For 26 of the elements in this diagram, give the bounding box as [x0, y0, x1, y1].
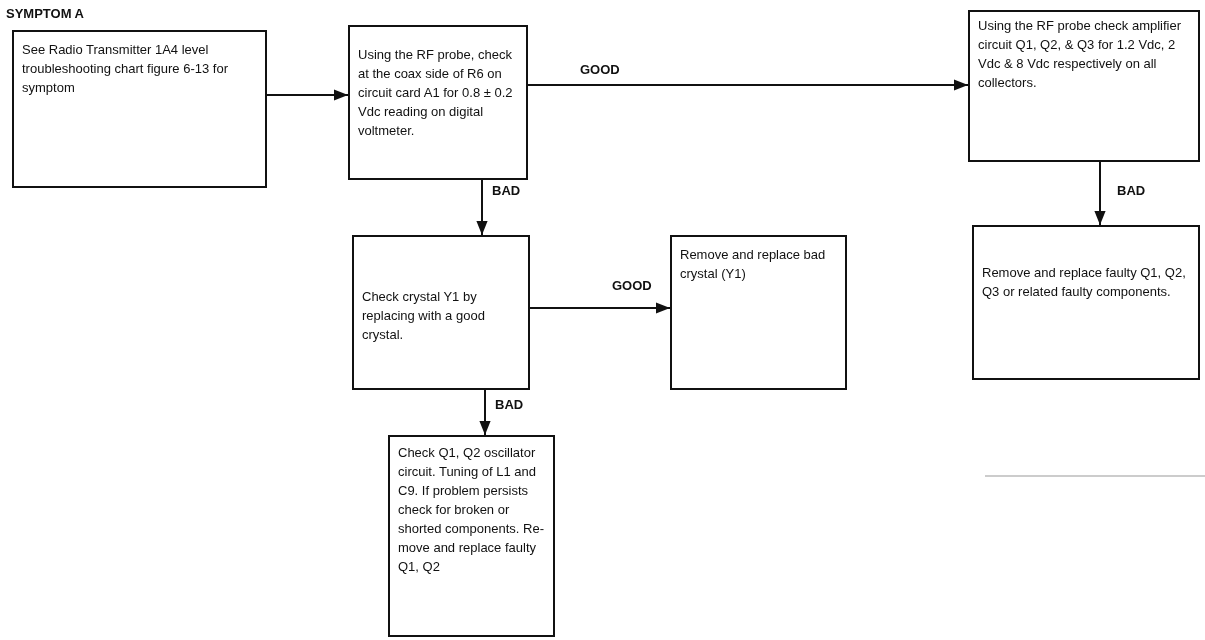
arrow — [1094, 161, 1106, 226]
step-text: Remove and replace bad crystal (Y1) — [680, 246, 827, 283]
process-box — [12, 30, 267, 188]
arrow — [476, 179, 488, 236]
arrow — [529, 302, 671, 314]
step-text: Check crystal Y1 by replacing with a good crystal. — [362, 288, 486, 344]
process-box — [348, 25, 528, 180]
arrow — [527, 79, 969, 91]
process-box — [352, 235, 530, 390]
step-text: Check Q1, Q2 oscillator circuit. Tuning of L1 and C9. If problem persists check for broken or shorted components. Re-move and replace faulty Q1, Q2 — [398, 444, 545, 576]
process-box — [972, 225, 1200, 380]
step-text: See Radio Transmitter 1A4 level troubleshooting chart figure 6-13 for symptom — [22, 41, 229, 97]
process-box — [670, 235, 847, 390]
arrow — [479, 389, 491, 436]
step-text: Remove and replace faulty Q1, Q2, Q3 or related faulty components. — [982, 264, 1187, 301]
edge-label: BAD — [493, 397, 526, 412]
edge-label: BAD — [1115, 183, 1148, 198]
chart-title: SYMPTOM A — [6, 6, 84, 21]
process-box — [968, 10, 1200, 162]
process-box — [388, 435, 555, 637]
arrow — [266, 89, 349, 101]
step-text: Using the RF probe, check at the coax side of R6 on circuit card A1 for 0.8 ± 0.2 Vdc reading on digital voltmeter. — [358, 46, 514, 140]
edge-label: BAD — [490, 183, 523, 198]
step-text: Using the RF probe check amplifier circuit Q1, Q2, & Q3 for 1.2 Vdc, 2 Vdc & 8 Vdc respectively on all collectors. — [978, 17, 1183, 92]
edge-label: GOOD — [578, 62, 622, 77]
edge-label: GOOD — [610, 278, 654, 293]
